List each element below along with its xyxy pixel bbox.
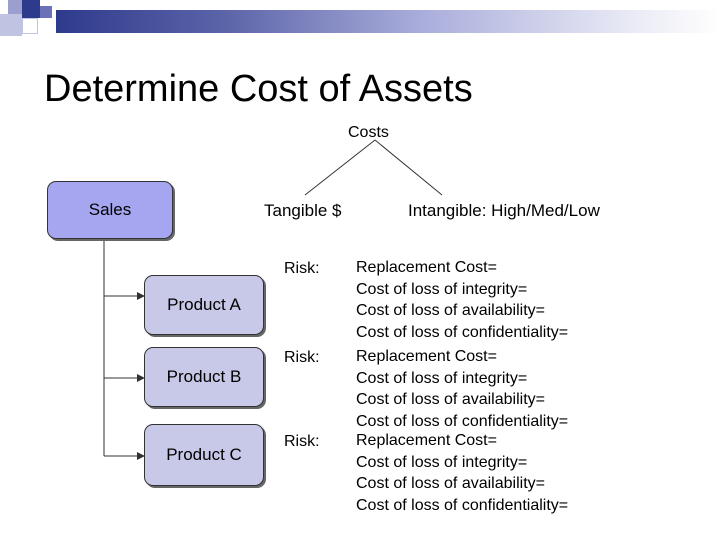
branch-tangible-line <box>304 139 376 196</box>
product-b-label: Product B <box>166 367 242 386</box>
costs-root-label: Costs <box>348 124 389 141</box>
product-a-box: Product A <box>144 275 264 335</box>
integrity-cost-line: Cost of loss of integrity= <box>356 369 528 387</box>
availability-cost-line: Cost of loss of availability= <box>356 391 545 408</box>
risk-details-product-a: Replacement Cost= Cost of loss of integr… <box>356 257 568 343</box>
branch-intangible-line <box>374 139 443 196</box>
product-b-box: Product B <box>144 347 264 407</box>
replacement-cost-line: Replacement Cost= <box>356 348 497 365</box>
integrity-cost-line: Cost of loss of integrity= <box>356 280 528 298</box>
risk-label-c: Risk: <box>284 433 320 450</box>
risk-details-product-c: Replacement Cost= Cost of loss of integr… <box>356 430 568 516</box>
replacement-cost-line: Replacement Cost= <box>356 259 497 276</box>
sales-box: Sales <box>47 181 173 239</box>
tangible-label: Tangible $ <box>264 201 342 220</box>
decorative-square <box>0 14 22 36</box>
product-c-label: Product C <box>166 445 242 464</box>
product-c-box: Product C <box>144 424 264 486</box>
decorative-square <box>22 0 40 18</box>
confidentiality-cost-line: Cost of loss of confidentiality= <box>356 323 569 341</box>
integrity-cost-line: Cost of loss of integrity= <box>356 453 528 471</box>
decorative-square <box>8 0 22 14</box>
sales-label: Sales <box>88 200 132 219</box>
slide-title: Determine Cost of Assets <box>44 68 473 110</box>
availability-cost-line: Cost of loss of availability= <box>356 475 545 492</box>
header-gradient-bar <box>56 10 720 33</box>
intangible-label: Intangible: High/Med/Low <box>408 201 600 220</box>
decorative-square <box>22 18 38 34</box>
decorative-square <box>40 6 52 18</box>
confidentiality-cost-line: Cost of loss of confidentiality= <box>356 412 569 430</box>
confidentiality-cost-line: Cost of loss of confidentiality= <box>356 496 569 514</box>
risk-details-product-b: Replacement Cost= Cost of loss of integr… <box>356 346 568 432</box>
replacement-cost-line: Replacement Cost= <box>356 432 497 449</box>
risk-label-b: Risk: <box>284 349 320 366</box>
product-a-label: Product A <box>167 295 241 314</box>
risk-label-a: Risk: <box>284 260 320 277</box>
availability-cost-line: Cost of loss of availability= <box>356 302 545 319</box>
